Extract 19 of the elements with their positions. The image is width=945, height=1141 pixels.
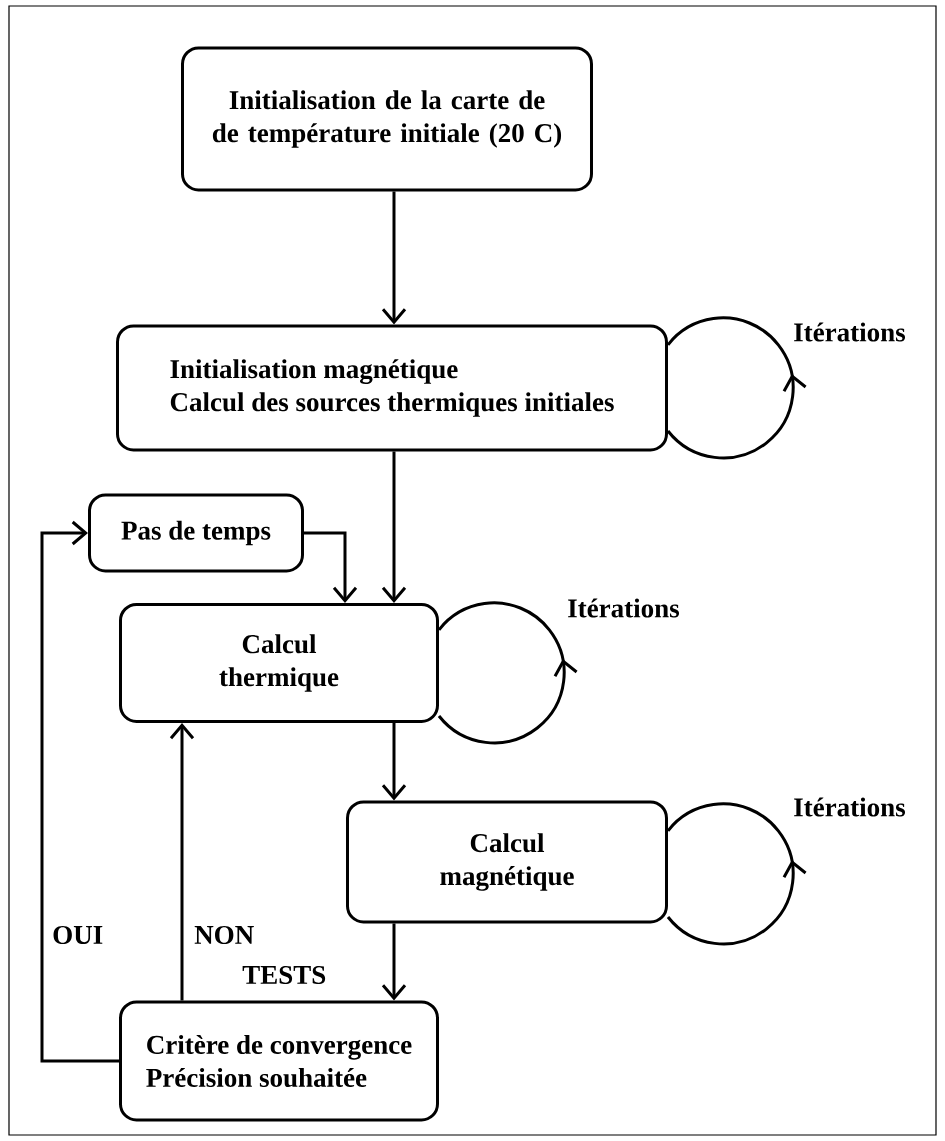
process-box: Critère de convergence Précision souhaitée [119, 1000, 439, 1122]
arrow [381, 723, 407, 801]
process-box: Initialisation de la carte de de température initiale (20 C) [181, 46, 593, 192]
arrow [304, 531, 358, 603]
edge-label: Itérations [791, 795, 908, 819]
edge-label: Itérations [791, 320, 908, 344]
process-box: Calcul magnétique [346, 800, 668, 924]
edge-label: Itérations [565, 596, 682, 620]
process-box: Calcul thermique [119, 603, 439, 723]
arrow [381, 923, 407, 1001]
arrow [381, 451, 407, 603]
process-box: Pas de temps [88, 493, 304, 573]
edge-label: OUI [50, 923, 106, 947]
arrow [40, 520, 119, 1063]
arrow [169, 723, 195, 1001]
process-box: Initialisation magnétique Calcul des sources thermiques initiales [116, 324, 668, 452]
arrow [381, 191, 407, 325]
edge-label: NON [192, 923, 257, 947]
test-label: TESTS [242, 965, 326, 985]
